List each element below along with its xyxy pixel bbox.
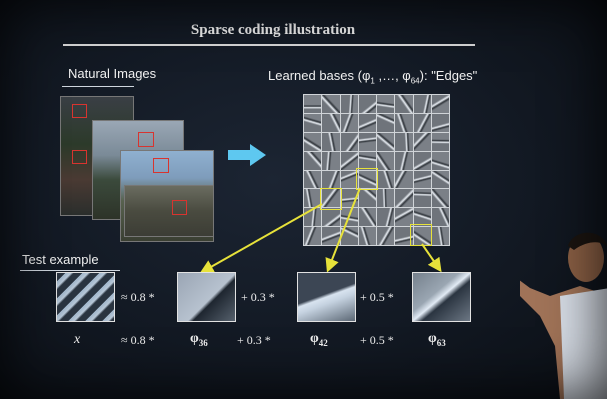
basis-tile bbox=[395, 208, 413, 227]
basis-tile bbox=[395, 170, 413, 189]
title-underline bbox=[63, 44, 475, 46]
basis-tile bbox=[431, 95, 449, 113]
basis-tile bbox=[340, 170, 358, 189]
coefficient-3: + 0.5 * bbox=[360, 290, 394, 304]
basis-tile bbox=[304, 208, 322, 227]
basis-tile bbox=[304, 170, 322, 189]
basis-tile bbox=[322, 151, 340, 170]
basis-tile bbox=[413, 208, 431, 227]
patch-box-red bbox=[72, 104, 87, 118]
patch-box-red bbox=[138, 132, 154, 147]
coefficient-1-formula: ≈ 0.8 * bbox=[121, 333, 155, 347]
basis-tile bbox=[431, 189, 449, 208]
basis-tile bbox=[413, 227, 431, 245]
basis-tile bbox=[304, 189, 322, 208]
basis-tile bbox=[322, 170, 340, 189]
basis-tile bbox=[358, 227, 376, 245]
right-arrow-icon bbox=[228, 144, 266, 166]
basis-tile bbox=[413, 113, 431, 132]
basis-patch-phi42 bbox=[297, 272, 356, 322]
basis-tile bbox=[413, 132, 431, 151]
basis-tile bbox=[322, 132, 340, 151]
basis-tile bbox=[340, 132, 358, 151]
basis-tile bbox=[377, 113, 395, 132]
basis-tile bbox=[413, 151, 431, 170]
basis-highlight-63 bbox=[410, 224, 432, 246]
test-patch-x bbox=[56, 272, 115, 322]
slide-title: Sparse coding illustration bbox=[190, 22, 356, 38]
presenter-silhouette bbox=[520, 232, 607, 399]
patch-box-red bbox=[172, 200, 187, 215]
basis-tile bbox=[413, 170, 431, 189]
basis-tile bbox=[340, 208, 358, 227]
basis-tile bbox=[395, 132, 413, 151]
test-example-underline bbox=[20, 270, 120, 271]
natural-images-label: Natural Images bbox=[68, 66, 157, 81]
basis-tile bbox=[395, 189, 413, 208]
basis-tile bbox=[413, 95, 431, 113]
basis-highlight-36 bbox=[320, 188, 342, 210]
phi-63-label: φ63 bbox=[428, 331, 446, 348]
patch-box-red bbox=[153, 158, 169, 173]
basis-tile bbox=[413, 189, 431, 208]
basis-tile bbox=[431, 113, 449, 132]
basis-tile bbox=[431, 151, 449, 170]
phi-42-label: φ42 bbox=[310, 331, 328, 348]
basis-tile bbox=[358, 151, 376, 170]
basis-tile bbox=[322, 227, 340, 245]
basis-tile bbox=[340, 95, 358, 113]
coefficient-3-formula: + 0.5 * bbox=[360, 333, 394, 347]
basis-tile bbox=[304, 132, 322, 151]
basis-tile bbox=[377, 170, 395, 189]
basis-tile bbox=[431, 227, 449, 245]
basis-tile bbox=[304, 151, 322, 170]
basis-tile bbox=[340, 227, 358, 245]
x-label: x bbox=[74, 332, 81, 347]
basis-tile bbox=[431, 170, 449, 189]
basis-tile bbox=[395, 227, 413, 245]
basis-tile bbox=[395, 95, 413, 113]
basis-tile bbox=[358, 132, 376, 151]
coefficient-2: + 0.3 * bbox=[241, 290, 275, 304]
learned-bases-label: Learned bases (φ1 ,…, φ64): "Edges" bbox=[268, 68, 478, 86]
basis-tile bbox=[340, 113, 358, 132]
basis-tile bbox=[358, 95, 376, 113]
test-example-label: Test example bbox=[22, 252, 99, 267]
basis-tile bbox=[377, 132, 395, 151]
basis-tile bbox=[358, 170, 376, 189]
basis-tile bbox=[358, 208, 376, 227]
basis-tile bbox=[358, 113, 376, 132]
basis-tile bbox=[340, 189, 358, 208]
phi-36-label: φ36 bbox=[190, 331, 208, 348]
basis-patch-phi36 bbox=[177, 272, 236, 322]
basis-tile bbox=[431, 132, 449, 151]
coefficient-2-formula: + 0.3 * bbox=[237, 333, 271, 347]
basis-highlight-42 bbox=[356, 168, 378, 190]
arrow-to-phi63 bbox=[421, 243, 442, 273]
patch-box-red bbox=[72, 150, 87, 164]
basis-tile bbox=[377, 227, 395, 245]
basis-tile bbox=[358, 189, 376, 208]
basis-tile bbox=[431, 208, 449, 227]
basis-patch-phi63 bbox=[412, 272, 471, 322]
basis-tile bbox=[395, 113, 413, 132]
natural-image-4 bbox=[124, 185, 214, 237]
basis-tile bbox=[377, 208, 395, 227]
basis-tile bbox=[377, 95, 395, 113]
natural-images-underline bbox=[62, 86, 134, 87]
coefficient-1: ≈ 0.8 * bbox=[121, 290, 155, 304]
basis-tile bbox=[304, 113, 322, 132]
basis-tile bbox=[304, 227, 322, 245]
basis-tile bbox=[377, 189, 395, 208]
basis-tile bbox=[322, 208, 340, 227]
basis-tile bbox=[322, 95, 340, 113]
basis-tile bbox=[304, 95, 322, 113]
basis-tile bbox=[340, 151, 358, 170]
basis-tile bbox=[395, 151, 413, 170]
basis-tile bbox=[322, 113, 340, 132]
basis-tile bbox=[377, 151, 395, 170]
